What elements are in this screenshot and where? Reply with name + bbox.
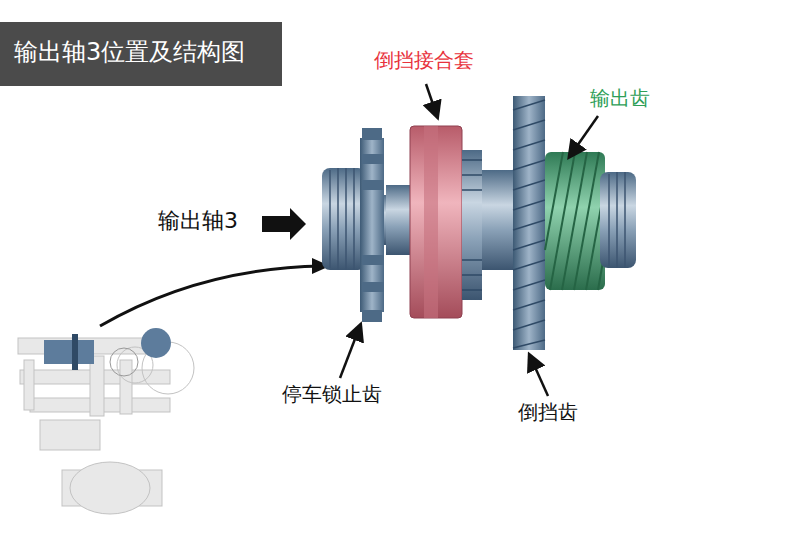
- title-text: 输出轴3位置及结构图: [14, 38, 245, 67]
- part-label: 输出轴3: [158, 208, 238, 234]
- part-label: 倒挡接合套: [374, 48, 474, 72]
- part-label: 倒挡齿: [518, 400, 578, 424]
- part-label: 停车锁止齿: [282, 382, 382, 406]
- part-label: 输出齿: [590, 86, 650, 110]
